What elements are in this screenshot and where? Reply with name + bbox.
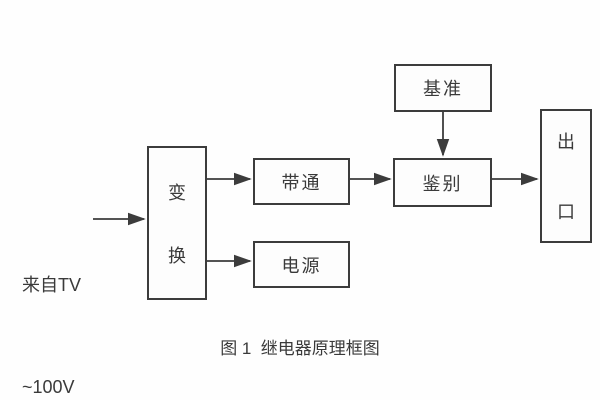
block-discriminator-label: 鉴别 [422, 173, 463, 194]
block-reference: 基准 [394, 64, 492, 112]
block-output-char-2: 口 [557, 202, 575, 222]
block-bandpass-label: 带通 [281, 172, 322, 193]
block-transform-char-2: 换 [168, 245, 186, 266]
block-discriminator: 鉴别 [393, 158, 492, 207]
block-power: 电源 [253, 241, 350, 288]
block-transform: 变 换 [147, 146, 207, 300]
input-source-line1: 来自TV [22, 275, 82, 295]
block-transform-char-1: 变 [168, 182, 186, 203]
figure-caption: 图 1 继电器原理框图 [220, 339, 380, 358]
input-source-label: 来自TV ~100V [22, 200, 81, 400]
block-output: 出 口 [540, 109, 592, 243]
input-source-line2: ~100V [22, 377, 75, 397]
block-power-label: 电源 [281, 255, 322, 276]
block-reference-label: 基准 [423, 79, 463, 99]
block-output-char-1: 出 [557, 132, 575, 152]
block-bandpass: 带通 [253, 158, 350, 205]
